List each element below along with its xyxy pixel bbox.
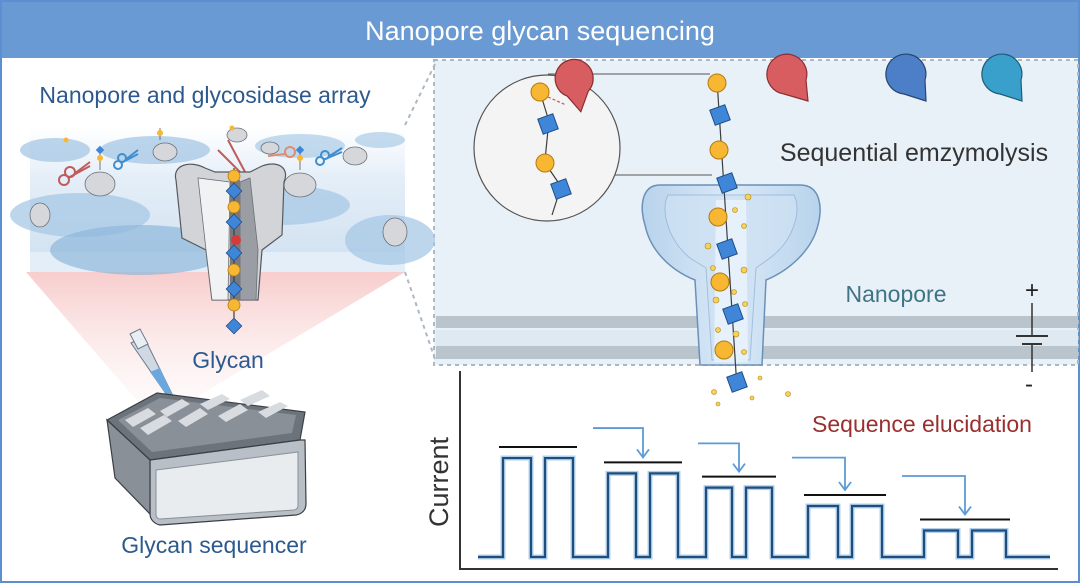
enzymolysis-label: Sequential emzymolysis <box>780 139 1048 167</box>
minus-sign: - <box>1025 371 1033 398</box>
current-trace <box>478 427 1050 560</box>
plus-sign: + <box>1025 277 1039 304</box>
enzyme-teal-icon <box>981 53 1023 102</box>
sequencer-label: Glycan sequencer <box>121 532 307 558</box>
nanopore-label: Nanopore <box>845 281 946 307</box>
zoom-line-top <box>404 61 437 126</box>
step-arrowhead-3 <box>838 481 852 492</box>
step-arrowhead-1 <box>636 448 650 459</box>
enzyme-blue-icon <box>885 53 927 102</box>
nanopore-scene-border <box>433 59 1079 366</box>
header-bar <box>2 2 1078 58</box>
array-label: Nanopore and glycosidase array <box>39 82 371 108</box>
step-arrow-2 <box>698 442 740 472</box>
current-trace-line <box>478 456 1050 559</box>
nanopore-protein <box>641 184 821 366</box>
pore-glycan-chain <box>707 73 748 393</box>
sequencer-device-icon <box>105 390 307 526</box>
nanopore-array-panel <box>10 125 435 335</box>
step-arrowhead-4 <box>958 505 972 516</box>
projection-beam <box>26 272 405 410</box>
current-plot: Current <box>424 371 1058 570</box>
step-arrow-4 <box>902 475 966 515</box>
elucidation-label: Sequence elucidation <box>812 411 1032 437</box>
page-title: Nanopore glycan sequencing <box>365 16 715 46</box>
step-arrow-3 <box>792 456 846 490</box>
glycan-label: Glycan <box>192 347 264 373</box>
ion-dots <box>704 193 791 407</box>
current-axis-label: Current <box>424 436 454 527</box>
battery-icon: + - <box>1016 277 1048 398</box>
step-arrow-1 <box>593 427 644 458</box>
magnified-view <box>473 58 712 222</box>
step-arrowhead-2 <box>732 463 746 474</box>
enzyme-red-icon <box>766 53 809 102</box>
